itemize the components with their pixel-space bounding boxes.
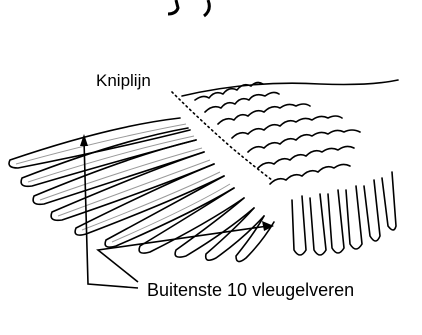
outer-feathers-label: Buitenste 10 vleugelveren xyxy=(147,281,354,299)
arrowhead-right xyxy=(262,221,274,231)
title-fragment xyxy=(168,0,178,14)
secondary-feather-4 xyxy=(328,190,344,253)
cut-line xyxy=(172,92,272,180)
secondary-feather-2 xyxy=(364,180,380,241)
primary-feather-7 xyxy=(139,188,244,253)
secondary-feather-3 xyxy=(346,186,362,249)
secondary-feather-1 xyxy=(382,172,396,230)
cut-line-label: Kniplijn xyxy=(96,72,151,89)
secondary-feather-5 xyxy=(310,194,326,255)
covert-row-4 xyxy=(232,116,342,138)
title-fragment-2 xyxy=(204,0,209,16)
covert-row-5 xyxy=(248,130,360,152)
secondary-feather-6 xyxy=(292,196,306,255)
shaft-3 xyxy=(40,148,202,200)
covert-row-7 xyxy=(270,164,350,184)
